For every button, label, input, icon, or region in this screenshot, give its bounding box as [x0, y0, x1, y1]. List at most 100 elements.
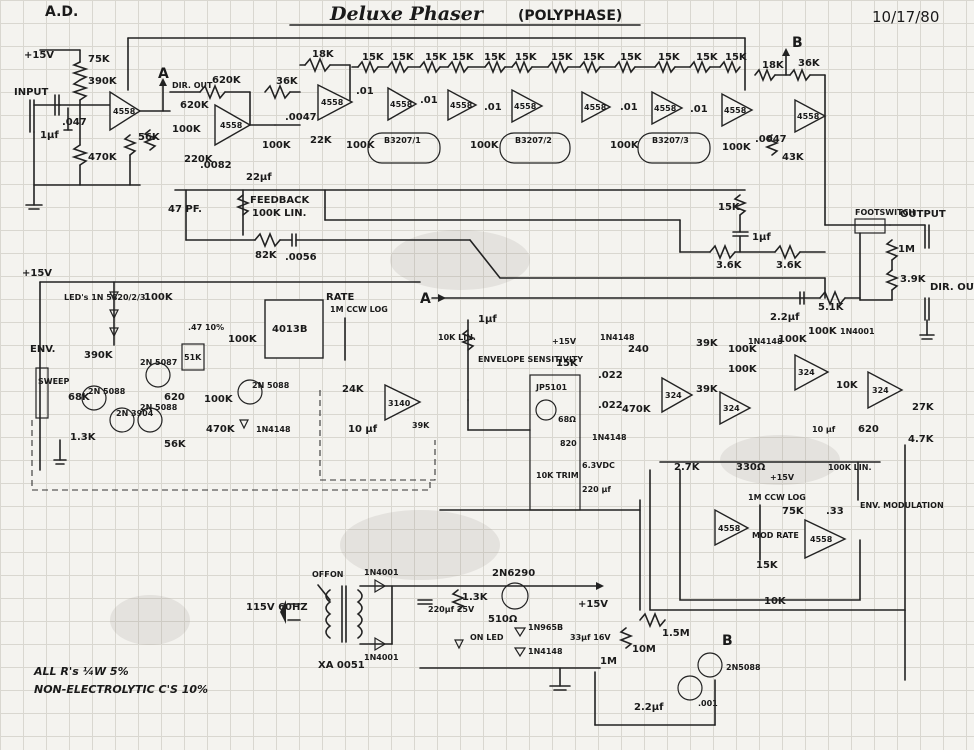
label-15k-3: 15K	[425, 52, 448, 63]
opamp-u2	[214, 103, 252, 147]
opamp-u11-label: 3140	[388, 399, 411, 408]
opamp-u14-label: 324	[798, 368, 815, 377]
label-2n5088-c: 2N 5088	[252, 381, 290, 390]
label-51k: 51K	[184, 353, 202, 362]
opamp-u10-label: 4558	[797, 112, 820, 121]
label-620k-b: 620K	[180, 100, 210, 111]
label-022-b: .022	[598, 400, 623, 411]
switch-off-label: OFF	[312, 570, 330, 579]
label-10uf-r: 10 µf	[812, 425, 836, 434]
opamp-u5-label: 4558	[450, 101, 473, 110]
label-15k-2: 15K	[392, 52, 415, 63]
label-15k-mod: 15K	[756, 560, 779, 571]
label-8-2k: 820	[560, 439, 577, 448]
opamp-u13-label: 324	[723, 404, 740, 413]
trim-label: 10K TRIM	[536, 471, 579, 480]
ic-4013b	[264, 299, 324, 359]
env-mod-value: 100K LIN.	[828, 463, 872, 472]
label-01-4: .01	[620, 102, 638, 113]
optocoupler-1	[367, 132, 441, 164]
opamp-u16-label: 4558	[718, 524, 741, 533]
label-1m-ps: 1M	[600, 656, 617, 667]
label-15k-8: 15K	[583, 52, 606, 63]
label-22uf: 22µf	[246, 172, 272, 183]
label-22k: 22K	[310, 135, 333, 146]
rate-value: 1M CCW LOG	[330, 305, 388, 314]
label-1n4001-a: 1N4001	[364, 568, 399, 577]
feedback-value: 100K LIN.	[252, 208, 306, 219]
label-1n4001-r: 1N4001	[840, 327, 875, 336]
label-510: 510Ω	[488, 614, 518, 625]
rail-label-env: +15V	[552, 337, 577, 346]
opamp-u7-label: 4558	[584, 103, 607, 112]
opamp-u3-label: 4558	[321, 98, 344, 107]
label-1n965b: 1N965B	[528, 623, 563, 632]
envelope-label: ENVELOPE SENSITIVITY	[478, 355, 583, 364]
label-047: .047	[62, 117, 87, 128]
env-sweep-switch[interactable]	[35, 367, 49, 419]
label-100k-lfo2: 100K	[204, 394, 234, 405]
label-1n4148-lfo: 1N4148	[256, 425, 291, 434]
mains-label: 115V 60HZ	[246, 602, 308, 613]
label-390: 390K	[84, 350, 114, 361]
label-2-2uf: 2.2µf	[770, 312, 800, 323]
label-1n4148-b: 1N4148	[592, 433, 627, 442]
author-initials: A.D.	[45, 4, 78, 20]
label-1uf-out: 1µf	[752, 232, 771, 243]
optocoupler-2	[499, 132, 571, 164]
sweep-label: SWEEP	[38, 377, 70, 386]
label-1-3k: 1.3K	[70, 432, 97, 443]
opamp-u9-label: 4558	[724, 106, 747, 115]
label-620k: 620K	[212, 75, 242, 86]
label-100k-lfo: 100K	[144, 292, 174, 303]
label-75k-mod: 75K	[782, 506, 805, 517]
label-220k: 220K	[184, 154, 214, 165]
label-15k-env: 15K	[556, 358, 579, 369]
label-2-7k: 2.7K	[674, 462, 701, 473]
label-1-5m: 1.5M	[662, 628, 690, 639]
label-0047-a: .0047	[285, 112, 317, 123]
ic-4013b-label: 4013B	[272, 324, 307, 335]
label-100k-3: 100K	[610, 140, 640, 151]
label-39k-a: 39K	[696, 338, 719, 349]
optocoupler-3-label: B3207/3	[652, 136, 689, 145]
label-15k-11: 15K	[696, 52, 719, 63]
label-18k-a: 18K	[312, 49, 335, 60]
dir-out-label: DIR. OUT	[930, 282, 974, 293]
label-10uf: 10 µf	[348, 424, 378, 435]
transistor-2n6290	[501, 582, 529, 610]
opamp-u6	[511, 88, 544, 124]
note-capacitors: NON-ELECTROLYTIC C'S 10%	[34, 683, 208, 696]
label-0056: .0056	[285, 252, 317, 263]
label-47: .47 10%	[188, 323, 224, 332]
label-18k-b: 18K	[762, 60, 785, 71]
label-2n5088-ps: 2N5088	[726, 663, 761, 672]
label-0047-b: .0047	[755, 134, 787, 145]
opamp-u5	[447, 88, 478, 122]
label-56k: 56K	[138, 132, 161, 143]
label-2n5087: 2N 5087	[140, 358, 177, 367]
label-2n5088-a: 2N 5088	[88, 387, 126, 396]
footswitch[interactable]	[854, 218, 886, 234]
rail-label-top: +15V	[24, 50, 54, 61]
label-100k-4: 100K	[722, 142, 752, 153]
label-47pf: 47 PF.	[168, 204, 202, 215]
label-15k-4: 15K	[452, 52, 475, 63]
transistor-2n5088-b	[137, 407, 163, 433]
label-68k: 68K	[68, 392, 91, 403]
opamp-u2-label: 4558	[220, 121, 243, 130]
power-switch[interactable]	[317, 584, 331, 601]
label-220uf-ps: 220µf 25V	[428, 605, 475, 614]
leds-label: LED's 1N 5820/2/3	[64, 293, 146, 302]
mod-rate-value: 1M CCW LOG	[748, 493, 806, 502]
label-27k: 27K	[912, 402, 935, 413]
optocoupler-2-label: B3207/2	[515, 136, 552, 145]
input-label: INPUT	[14, 87, 49, 98]
label-1n4148-c: 1N4148	[748, 337, 783, 346]
label-15k-10: 15K	[658, 52, 681, 63]
opamp-u4	[387, 86, 418, 122]
label-68-env: 68Ω	[558, 415, 576, 424]
label-100k-b: 100K	[262, 140, 292, 151]
label-1uf-env: 1µf	[478, 314, 497, 325]
opamp-u8-label: 4558	[654, 104, 677, 113]
